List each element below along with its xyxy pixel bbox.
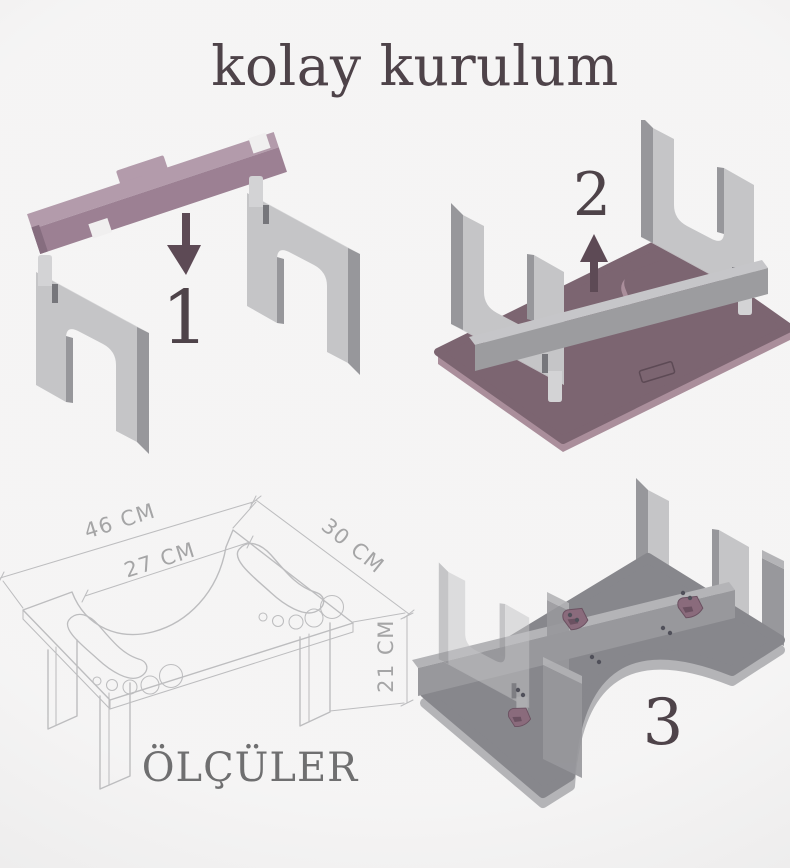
screw-dots <box>515 590 693 698</box>
left-leg-part <box>36 255 149 454</box>
arrow-down-icon <box>167 213 205 281</box>
step-3-number: 3 <box>642 686 684 760</box>
step-2-number: 2 <box>572 160 612 230</box>
dimensions-heading: ÖLÇÜLER <box>141 745 359 791</box>
right-leg-part <box>247 176 360 375</box>
footprints <box>66 542 345 695</box>
step-2-illustration <box>434 120 790 452</box>
toes-left <box>92 663 184 695</box>
stool-outline <box>22 529 354 790</box>
step-1-illustration <box>27 132 360 454</box>
dimensions-drawing <box>0 495 415 790</box>
cross-beam-part <box>469 260 768 371</box>
arrow-up-icon <box>577 234 611 296</box>
height-label: 21 CM <box>374 619 398 693</box>
middle-leg-part <box>543 592 582 778</box>
page-title: kolay kurulum <box>211 34 619 98</box>
dimension-lines <box>0 495 415 712</box>
far-right-arm-part <box>762 550 784 646</box>
step-3-illustration <box>412 478 785 808</box>
step-1-number: 1 <box>161 275 209 361</box>
toes-right <box>258 594 345 630</box>
top-beam-part <box>27 132 287 254</box>
